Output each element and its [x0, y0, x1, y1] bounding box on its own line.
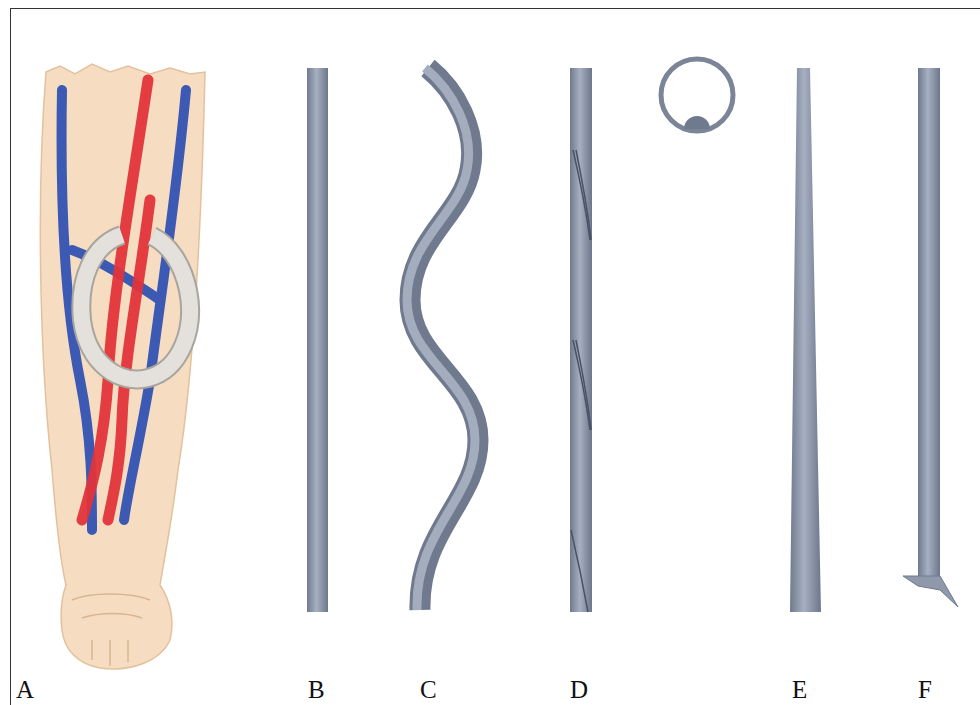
panel-letter: A	[16, 677, 34, 702]
ridged-graft	[570, 59, 733, 612]
panel-letter: B	[308, 677, 325, 702]
panel-letter: C	[420, 677, 437, 702]
panel-letter-holder: C	[420, 677, 437, 702]
panel-letter-holder: E	[792, 677, 807, 702]
cuffed-graft	[903, 68, 958, 607]
forearm-illustration	[40, 64, 205, 669]
panel-letter: F	[918, 677, 932, 702]
panel-letter: D	[570, 677, 588, 702]
panel-letter-holder: D	[570, 677, 588, 702]
panel-letter: E	[792, 677, 807, 702]
panel-letter-holder: A	[16, 677, 34, 702]
tapered-graft	[790, 68, 821, 612]
straight-graft	[307, 68, 328, 612]
frame	[11, 9, 980, 705]
wavy-graft	[407, 68, 478, 610]
panel-letter-holder: F	[918, 677, 932, 702]
panel-letter-holder: B	[308, 677, 325, 702]
